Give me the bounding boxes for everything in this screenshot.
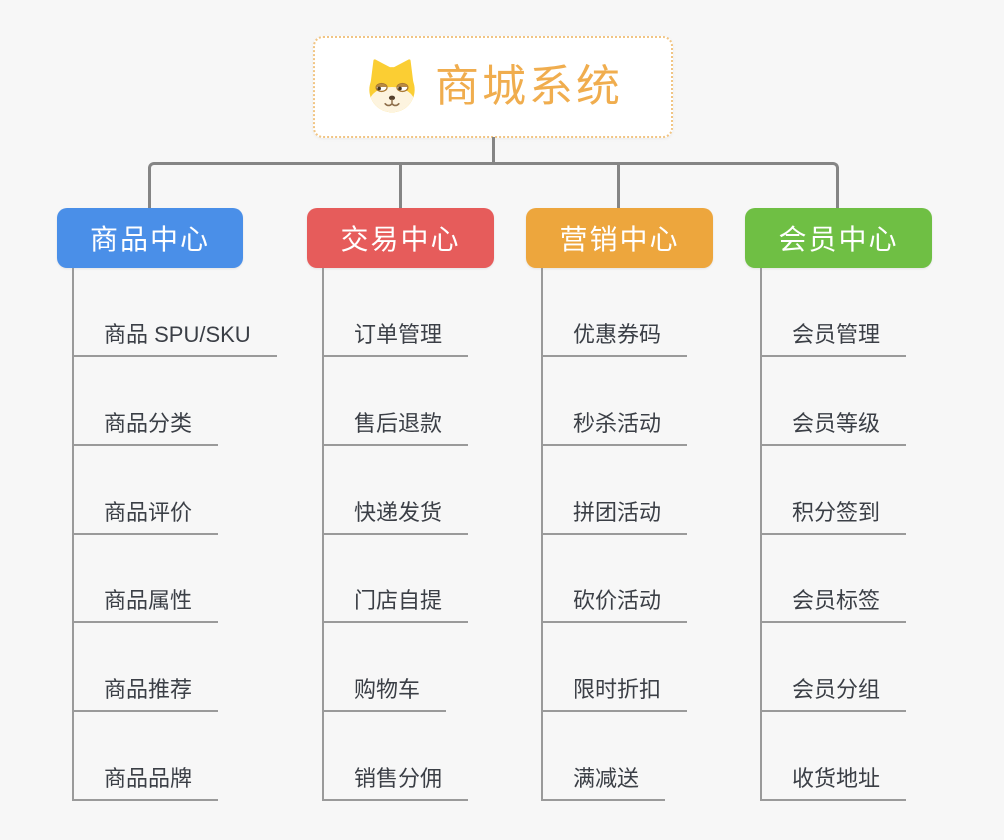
leaf-node[interactable]: 拼团活动 xyxy=(541,500,688,535)
leaf-node[interactable]: 收货地址 xyxy=(760,766,907,801)
shiba-dog-icon xyxy=(369,59,415,113)
leaf-node[interactable]: 满减送 xyxy=(541,766,666,801)
leaf-node[interactable]: 砍价活动 xyxy=(541,588,688,623)
leaf-node[interactable]: 销售分佣 xyxy=(322,766,469,801)
leaf-node[interactable]: 会员等级 xyxy=(760,411,907,446)
branch-drop-connector xyxy=(617,162,620,208)
branch-bus-connector xyxy=(148,162,839,208)
leaf-node[interactable]: 快递发货 xyxy=(322,500,469,535)
leaf-node[interactable]: 限时折扣 xyxy=(541,677,688,712)
leaf-node[interactable]: 门店自提 xyxy=(322,588,469,623)
leaf-node[interactable]: 订单管理 xyxy=(322,322,469,357)
leaf-node[interactable]: 商品评价 xyxy=(72,500,219,535)
branch-label: 会员中心 xyxy=(778,224,899,255)
leaf-node[interactable]: 会员标签 xyxy=(760,588,907,623)
branch-marketing-center[interactable]: 营销中心 xyxy=(526,208,713,268)
leaf-node[interactable]: 秒杀活动 xyxy=(541,411,688,446)
branch-label: 商品中心 xyxy=(89,224,210,255)
branch-trade-center[interactable]: 交易中心 xyxy=(307,208,494,268)
root-stem-connector xyxy=(492,137,495,163)
leaf-node[interactable]: 商品分类 xyxy=(72,411,219,446)
leaf-node[interactable]: 积分签到 xyxy=(760,500,907,535)
leaf-node[interactable]: 优惠券码 xyxy=(541,322,688,357)
leaf-node[interactable]: 售后退款 xyxy=(322,411,469,446)
branch-product-center[interactable]: 商品中心 xyxy=(57,208,243,268)
leaf-node[interactable]: 购物车 xyxy=(322,677,447,712)
leaf-node[interactable]: 商品属性 xyxy=(72,588,219,623)
leaf-node[interactable]: 商品 SPU/SKU xyxy=(72,322,277,357)
root-node[interactable]: 商城系统 xyxy=(313,36,673,138)
root-title: 商城系统 xyxy=(435,62,623,111)
leaf-node[interactable]: 商品品牌 xyxy=(72,766,219,801)
branch-label: 交易中心 xyxy=(340,224,461,255)
branch-member-center[interactable]: 会员中心 xyxy=(745,208,932,268)
leaf-node[interactable]: 商品推荐 xyxy=(72,677,219,712)
leaf-node[interactable]: 会员管理 xyxy=(760,322,907,357)
branch-drop-connector xyxy=(399,162,402,208)
leaf-node[interactable]: 会员分组 xyxy=(760,677,907,712)
branch-label: 营销中心 xyxy=(559,224,680,255)
